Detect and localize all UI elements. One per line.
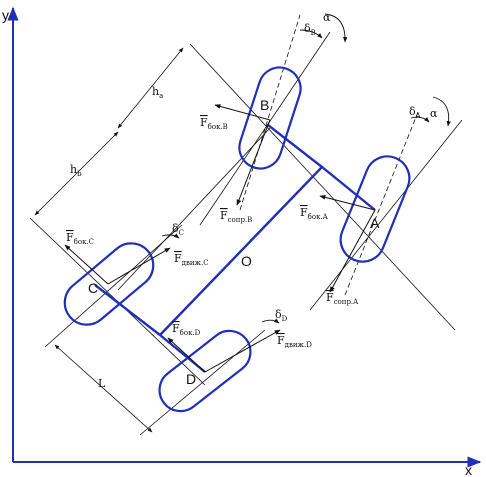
alpha-b-label: α — [323, 11, 331, 24]
vehicle-frame — [94, 124, 376, 373]
delta-d-label: δD — [275, 308, 288, 323]
construction-lines — [29, 14, 463, 436]
delta-b-arc — [299, 29, 323, 39]
f-sopr-b-label: Fсопр.B — [220, 209, 252, 224]
delta-a-label: δA — [409, 105, 422, 120]
label-c: C — [88, 280, 98, 296]
L-dimension — [54, 344, 153, 433]
f-bok-d-label: Fбок.D — [172, 322, 201, 337]
y-axis-label: y — [2, 7, 9, 23]
rear-axle-c — [94, 284, 161, 336]
h-a-label: ha — [152, 85, 163, 100]
wheel-d — [158, 329, 252, 413]
delta-c-label: δC — [172, 222, 184, 237]
label-b: B — [260, 97, 269, 113]
rear-axle-d — [159, 334, 206, 373]
delta-a-arc — [410, 116, 430, 123]
delta-d-arc — [261, 318, 280, 324]
h-b-label: hb — [70, 163, 82, 178]
f-sopr-a-label: Fсопр.A — [326, 291, 359, 306]
alpha-a-label: α — [430, 107, 438, 120]
label-d: D — [186, 371, 196, 387]
alpha-b-arc — [324, 13, 348, 43]
wheel-a-direction-line — [309, 119, 463, 311]
wheel-b — [238, 66, 302, 170]
alpha-a-arc — [432, 96, 451, 127]
f-bok-a-label: Fбок.A — [300, 206, 329, 221]
front-axle-a — [321, 166, 376, 211]
f-bok-c-label: Fбок.C — [66, 231, 94, 246]
f-bok-a-arrow — [319, 195, 376, 211]
wheel-b-direction-line — [199, 31, 331, 226]
h-b-dimension — [34, 131, 119, 216]
dimension-lines — [34, 47, 184, 433]
angle-arcs — [161, 13, 451, 324]
f-bok-b-arrow — [214, 104, 271, 121]
label-a: A — [370, 215, 380, 231]
force-labels: Fбок.B Fсопр.B Fбок.A Fсопр.A Fбок.C Fдв… — [66, 116, 359, 349]
wheel-c-direction-line — [44, 224, 183, 348]
f-dvizh-c-label: Fдвиж.C — [174, 252, 209, 267]
f-sopr-a-arrow — [329, 209, 376, 293]
f-bok-b-label: Fбок.B — [200, 116, 228, 131]
h-a-dimension — [117, 47, 184, 129]
wheels — [63, 66, 411, 413]
f-bok-c-arrow — [64, 244, 109, 285]
f-dvizh-d-arrow — [204, 329, 281, 373]
f-dvizh-c-arrow — [107, 247, 171, 285]
f-sopr-b-arrow — [236, 119, 271, 206]
line-through-b — [189, 43, 456, 331]
L-label: L — [98, 377, 106, 390]
wheel-b-dashed-line — [239, 14, 301, 211]
f-bok-d-arrow — [167, 337, 206, 373]
axes: y x — [2, 6, 482, 477]
wheel-c — [63, 242, 155, 326]
x-axis-label: x — [465, 462, 472, 477]
wheel-a-dashed-line — [344, 111, 419, 296]
wheel-a — [339, 155, 411, 263]
delta-c-arc — [161, 233, 180, 239]
force-arrows — [64, 104, 376, 373]
label-o: O — [241, 253, 252, 269]
delta-b-label: δB — [304, 22, 316, 37]
f-dvizh-d-label: Fдвиж.D — [277, 334, 312, 349]
